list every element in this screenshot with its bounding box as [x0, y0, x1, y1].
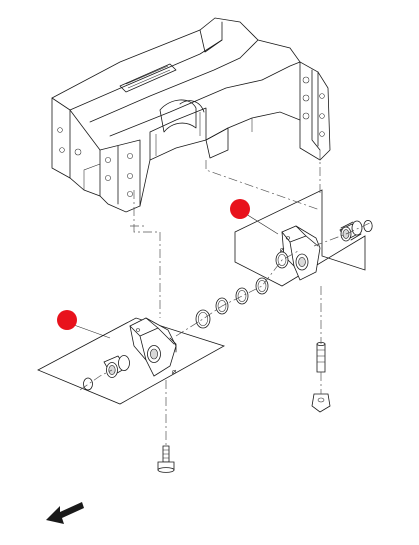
- axle-housing: [51, 17, 331, 213]
- right-o-ring: [363, 219, 373, 232]
- left-grease-nipple: [172, 370, 176, 374]
- right-bushing: [339, 220, 363, 242]
- right-bracket-assembly: [230, 189, 373, 287]
- bottom-bolt: [157, 445, 175, 473]
- right-stud-and-nut: [311, 341, 331, 413]
- left-pivot-bracket: [129, 317, 177, 377]
- right-callout-marker: [230, 199, 250, 219]
- left-o-ring: [83, 377, 93, 391]
- right-pivot-bracket: [281, 225, 321, 281]
- left-bracket-assembly: [37, 310, 226, 405]
- alignment-center-lines: [79, 150, 373, 446]
- front-arrow-icon: [46, 502, 84, 524]
- right-nut: [311, 393, 331, 413]
- left-callout-marker: [57, 310, 77, 330]
- right-grease-nipple: [280, 248, 284, 252]
